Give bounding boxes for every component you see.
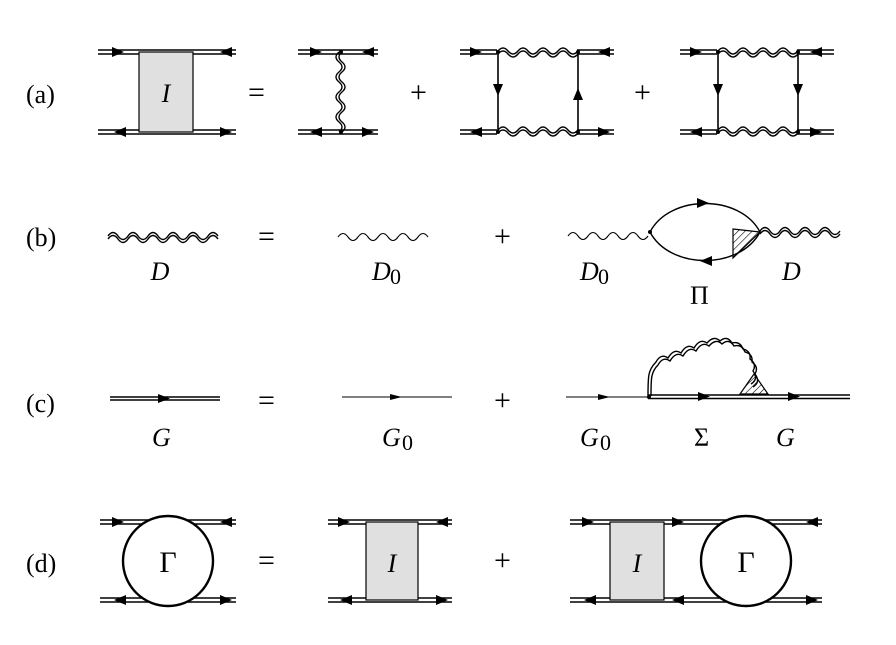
row-a-equals: = bbox=[248, 76, 265, 109]
row-c-rhs1-sub: 0 bbox=[402, 430, 413, 455]
self-energy-vertex-hatched bbox=[738, 372, 770, 395]
full-vertex-circle bbox=[121, 514, 215, 608]
row-a-box-diagram-2 bbox=[680, 46, 834, 137]
row-d-label: (d) bbox=[26, 549, 56, 578]
row-b-Pi: Π bbox=[690, 281, 709, 310]
row-c-rhs1-G: G bbox=[382, 423, 401, 452]
row-c-rhs2-G0-sub: 0 bbox=[600, 430, 611, 455]
irreducible-vertex-box bbox=[138, 51, 194, 133]
row-c-self-energy-diagram bbox=[566, 337, 850, 401]
row-c-Sigma: Σ bbox=[694, 423, 709, 452]
arrow-out-bottom-right bbox=[220, 127, 232, 137]
arrow-in-top-right bbox=[220, 47, 232, 57]
row-d-plus: + bbox=[494, 544, 511, 577]
row-a-single-exchange bbox=[298, 47, 378, 137]
row-c-rhs2-G: G bbox=[776, 423, 795, 452]
box-label-I: I bbox=[161, 79, 172, 108]
row-b: (b) D = D 0 + D 0 Π D bbox=[26, 198, 841, 310]
row-b-bare-propagator bbox=[337, 232, 429, 242]
row-d-rhs2-Gamma: Γ bbox=[737, 546, 754, 579]
row-b-rhs1-D: D bbox=[371, 257, 391, 286]
row-b-lhs-dressed-propagator bbox=[107, 231, 219, 244]
row-c-label: (c) bbox=[26, 389, 55, 418]
row-b-rhs2-D0: D bbox=[579, 257, 599, 286]
row-a: (a) I = bbox=[26, 46, 834, 137]
row-d-rhs1-irreducible: I bbox=[328, 517, 452, 605]
row-c-equals: = bbox=[258, 384, 275, 417]
row-d-equals: = bbox=[258, 544, 275, 577]
row-d: (d) Γ = I + bbox=[26, 514, 822, 608]
row-b-rhs2-D: D bbox=[781, 257, 801, 286]
row-a-plus-2: + bbox=[634, 76, 651, 109]
row-a-plus-1: + bbox=[410, 76, 427, 109]
row-c: (c) G = G 0 + G 0 Σ G bbox=[26, 337, 850, 455]
row-c-bare-fermion bbox=[342, 394, 452, 400]
row-b-rhs2-D0-sub: 0 bbox=[598, 264, 609, 289]
row-d-rhs2-I: I bbox=[632, 549, 643, 578]
row-b-label: (b) bbox=[26, 223, 56, 252]
row-d-lhs-full-vertex: Γ bbox=[100, 514, 236, 608]
row-d-rhs1-I: I bbox=[387, 549, 398, 578]
row-a-lhs-vertex: I bbox=[98, 47, 236, 137]
row-b-rhs1-sub: 0 bbox=[390, 264, 401, 289]
row-b-plus: + bbox=[494, 220, 511, 253]
row-a-box-diagram-1 bbox=[460, 46, 614, 137]
row-a-label: (a) bbox=[26, 80, 55, 109]
row-d-Gamma: Γ bbox=[159, 546, 176, 579]
row-c-lhs-G: G bbox=[152, 423, 171, 452]
arrow-in-top-left bbox=[112, 47, 124, 57]
row-c-lhs-dressed-fermion bbox=[110, 394, 220, 403]
arrow-out-bottom-left bbox=[114, 127, 126, 137]
row-d-rhs2-ladder: I Γ bbox=[570, 514, 822, 608]
row-b-lhs-D: D bbox=[150, 257, 170, 286]
dressed-vertex-hatched bbox=[732, 228, 762, 260]
row-b-polarization-diagram bbox=[567, 198, 841, 266]
row-c-rhs2-G0: G bbox=[580, 423, 599, 452]
row-c-plus: + bbox=[494, 384, 511, 417]
row-b-equals: = bbox=[258, 220, 275, 253]
